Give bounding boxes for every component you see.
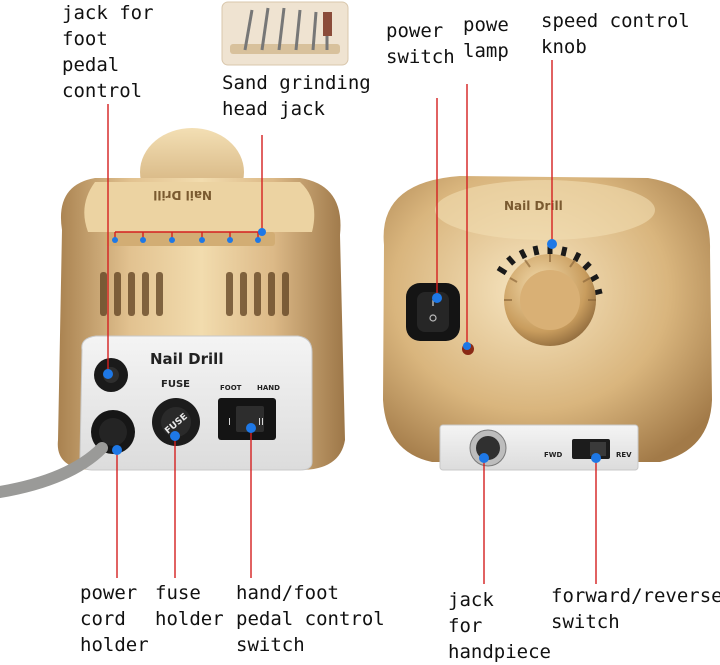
markers xyxy=(103,228,601,463)
svg-text:II: II xyxy=(258,417,264,428)
label-fuse-holder: fuse holder xyxy=(155,582,224,630)
power-cord xyxy=(0,442,108,498)
marker-fuse xyxy=(170,431,180,441)
rev-mark: REV xyxy=(616,451,632,459)
label-foot-pedal-jack: jack for foot pedal control xyxy=(62,2,154,102)
marker-foot-jack xyxy=(103,369,113,379)
fuse-label: FUSE xyxy=(161,379,190,390)
label-sand-grinding-jack: Sand grinding head jack xyxy=(222,72,371,120)
right-device-front: Nail Drill FWD REV xyxy=(383,176,712,471)
marker-speed-knob xyxy=(547,239,557,249)
svg-text:I: I xyxy=(228,417,231,428)
label-power-lamp: powe lamp xyxy=(463,14,509,62)
hand-mark: HAND xyxy=(257,384,280,392)
marker-sand-jack xyxy=(258,228,266,236)
leader-sand-jack xyxy=(114,135,263,240)
brand-top-left: Nail Drill xyxy=(153,188,212,202)
marker-handpiece xyxy=(479,453,489,463)
brand-rear-panel: Nail Drill xyxy=(150,350,223,368)
left-device-rear: Nail Drill Nail Drill FUSE FOOT HAND xyxy=(0,128,346,498)
marker-hand-foot xyxy=(246,423,256,433)
label-power-cord-holder: power cord holder xyxy=(80,582,149,656)
bits-inset-photo xyxy=(221,1,349,66)
marker-fwd-rev xyxy=(591,453,601,463)
leader-lines xyxy=(107,60,597,584)
label-power-switch: power switch xyxy=(386,20,455,68)
brand-top-right: Nail Drill xyxy=(504,199,563,213)
label-hand-foot-switch: hand/foot pedal control switch xyxy=(236,582,385,656)
marker-power-lamp xyxy=(463,342,471,350)
marker-cord xyxy=(112,445,122,455)
fwd-mark: FWD xyxy=(544,451,563,459)
label-speed-knob: speed control knob xyxy=(541,10,690,58)
foot-mark: FOOT xyxy=(220,384,242,392)
marker-power-switch xyxy=(432,293,442,303)
label-handpiece-jack: jack for handpiece xyxy=(448,589,551,663)
label-forward-reverse-switch: forward/reverse switch xyxy=(551,585,720,633)
left-vents xyxy=(100,272,289,316)
